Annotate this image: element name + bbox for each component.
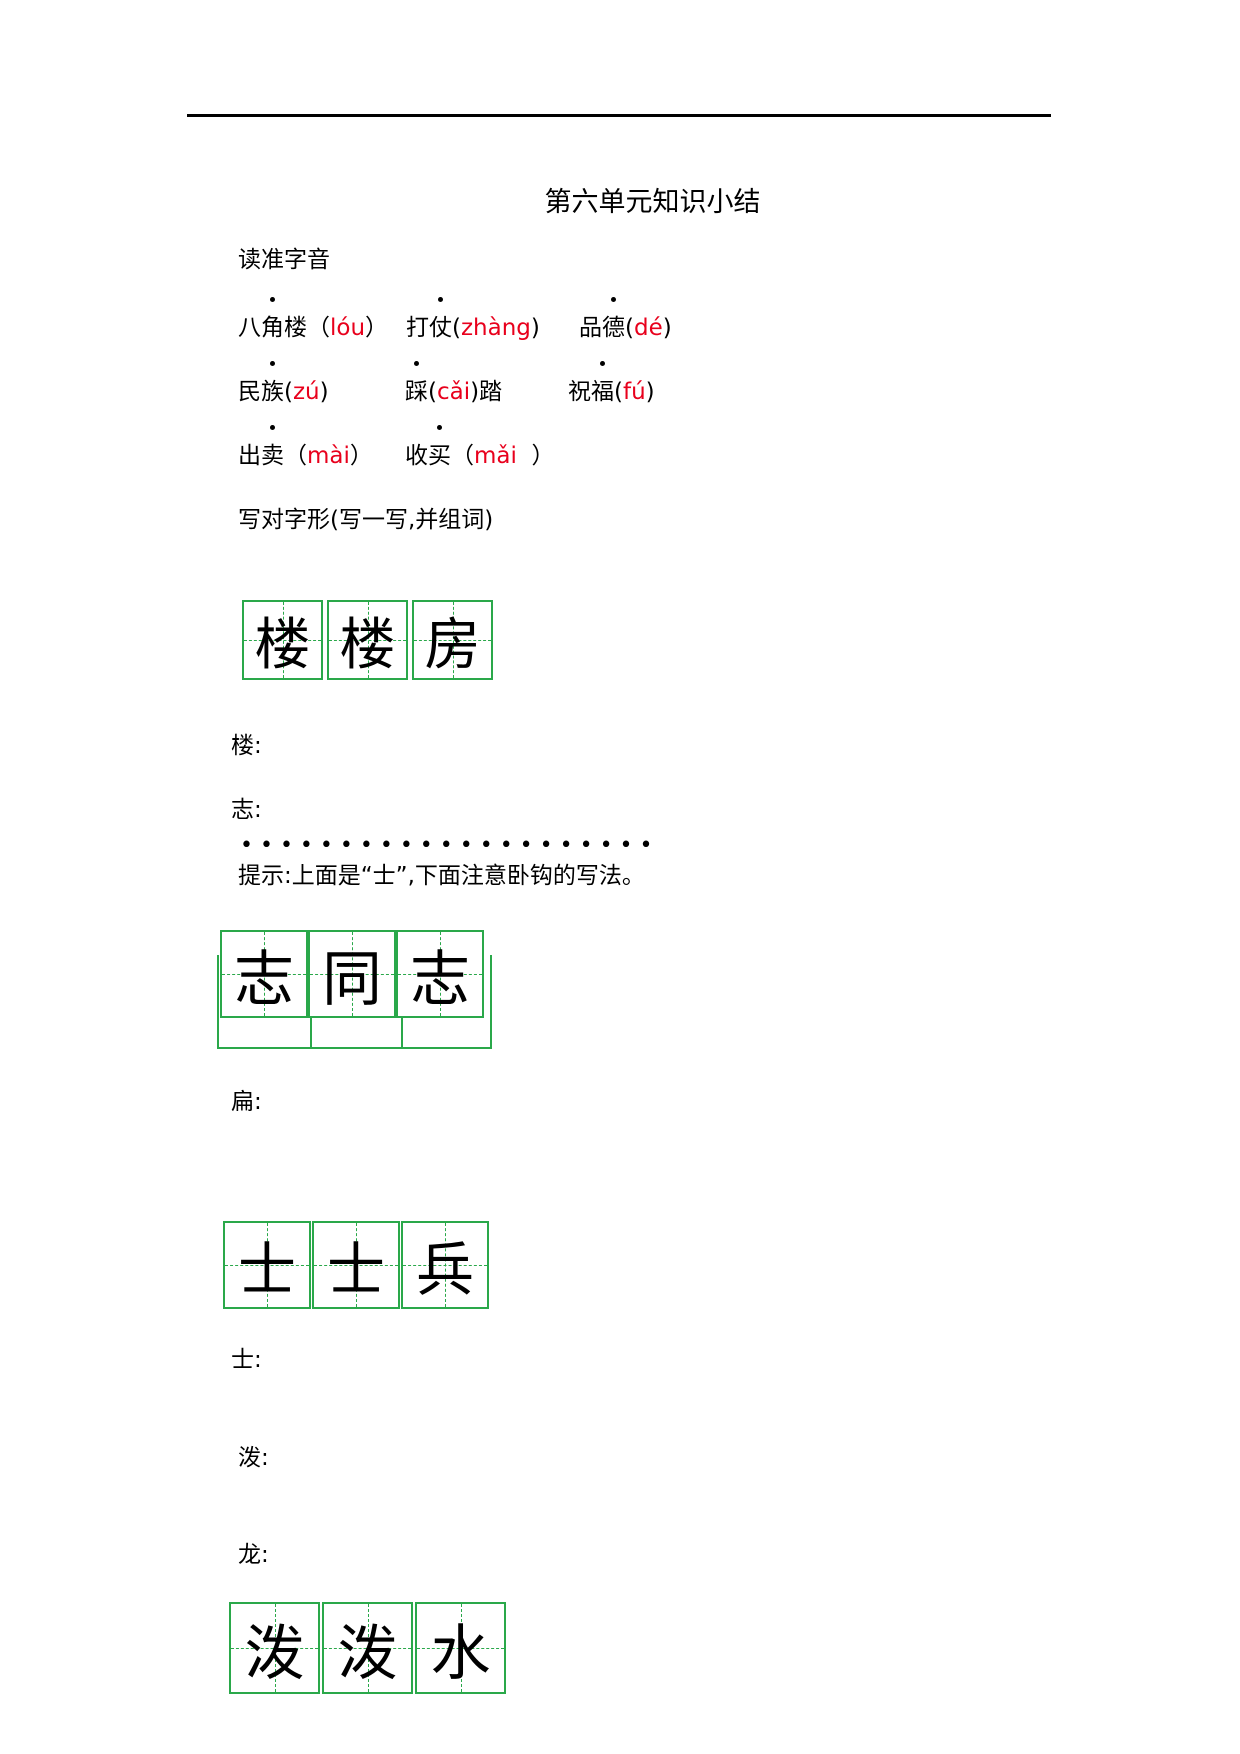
grid-cell: 水: [415, 1602, 506, 1694]
grid-cell: 楼: [242, 600, 323, 680]
pinyin-item-shoumai: 收买（mǎi ）: [405, 425, 555, 471]
grid-cell: 志: [220, 930, 308, 1018]
grid-cell: 泼: [322, 1602, 413, 1694]
label-zhi: 志:: [231, 797, 262, 823]
grid-cell: 房: [412, 600, 493, 680]
top-rule: [187, 114, 1051, 117]
pinyin-answer: mǎi: [474, 443, 517, 469]
pinyin-item-baijiaolou: 八角楼（lóu）: [238, 297, 388, 343]
pinyin-item-chumai: 出卖（mài）: [238, 425, 373, 471]
writing-grid-zhi: 志 同 志: [220, 930, 484, 1018]
grid-cell: 士: [223, 1221, 311, 1309]
pinyin-answer: zhàng: [460, 315, 531, 341]
hint-text: 提示:上面是“士”,下面注意卧钩的写法。: [238, 863, 645, 889]
grid-cell: 泼: [229, 1602, 320, 1694]
page-title: 第六单元知识小结: [544, 187, 761, 218]
pinyin-item-dazhang: 打仗(zhàng): [406, 297, 540, 343]
grid-cell: 士: [312, 1221, 400, 1309]
section-heading-writing: 写对字形(写一写,并组词): [238, 507, 494, 533]
label-po: 泼:: [238, 1445, 269, 1471]
emphasis-dot: [269, 361, 275, 366]
writing-grid-po: 泼 泼 水: [229, 1602, 506, 1694]
label-shi: 士:: [231, 1347, 262, 1373]
writing-grid-shi: 士 士 兵: [223, 1221, 489, 1309]
pinyin-answer: lóu: [330, 315, 366, 341]
writing-grid-lou: 楼 楼 房: [242, 600, 493, 680]
emphasis-dots: •••••••••••••••••••••: [240, 833, 660, 858]
pinyin-item-zhufu: 祝福(fú): [568, 361, 655, 407]
grid-cell: 楼: [327, 600, 408, 680]
emphasis-dot: [437, 297, 443, 302]
pinyin-item-pinde: 品德(dé): [579, 297, 672, 343]
emphasis-dot: [436, 425, 442, 430]
pinyin-item-caita: 踩(cǎi)踏: [405, 361, 502, 407]
emphasis-dot: [269, 297, 275, 302]
pinyin-answer: cǎi: [436, 379, 471, 405]
pinyin-answer: mài: [307, 443, 350, 469]
pinyin-answer: zú: [292, 379, 320, 405]
pinyin-answer: fú: [622, 379, 646, 405]
pinyin-answer: dé: [633, 315, 663, 341]
grid-cell: 兵: [401, 1221, 489, 1309]
section-heading-pronunciation: 读准字音: [238, 247, 330, 273]
emphasis-dot: [599, 361, 605, 366]
grid-cell: 志: [396, 930, 484, 1018]
emphasis-dot: [610, 297, 616, 302]
grid-cell: 同: [308, 930, 396, 1018]
label-long: 龙:: [238, 1542, 269, 1568]
emphasis-dot: [413, 361, 419, 366]
label-lou: 楼:: [231, 733, 262, 759]
label-bian: 扁:: [231, 1089, 262, 1115]
pinyin-item-minzu: 民族(zú): [238, 361, 329, 407]
emphasis-dot: [269, 425, 275, 430]
